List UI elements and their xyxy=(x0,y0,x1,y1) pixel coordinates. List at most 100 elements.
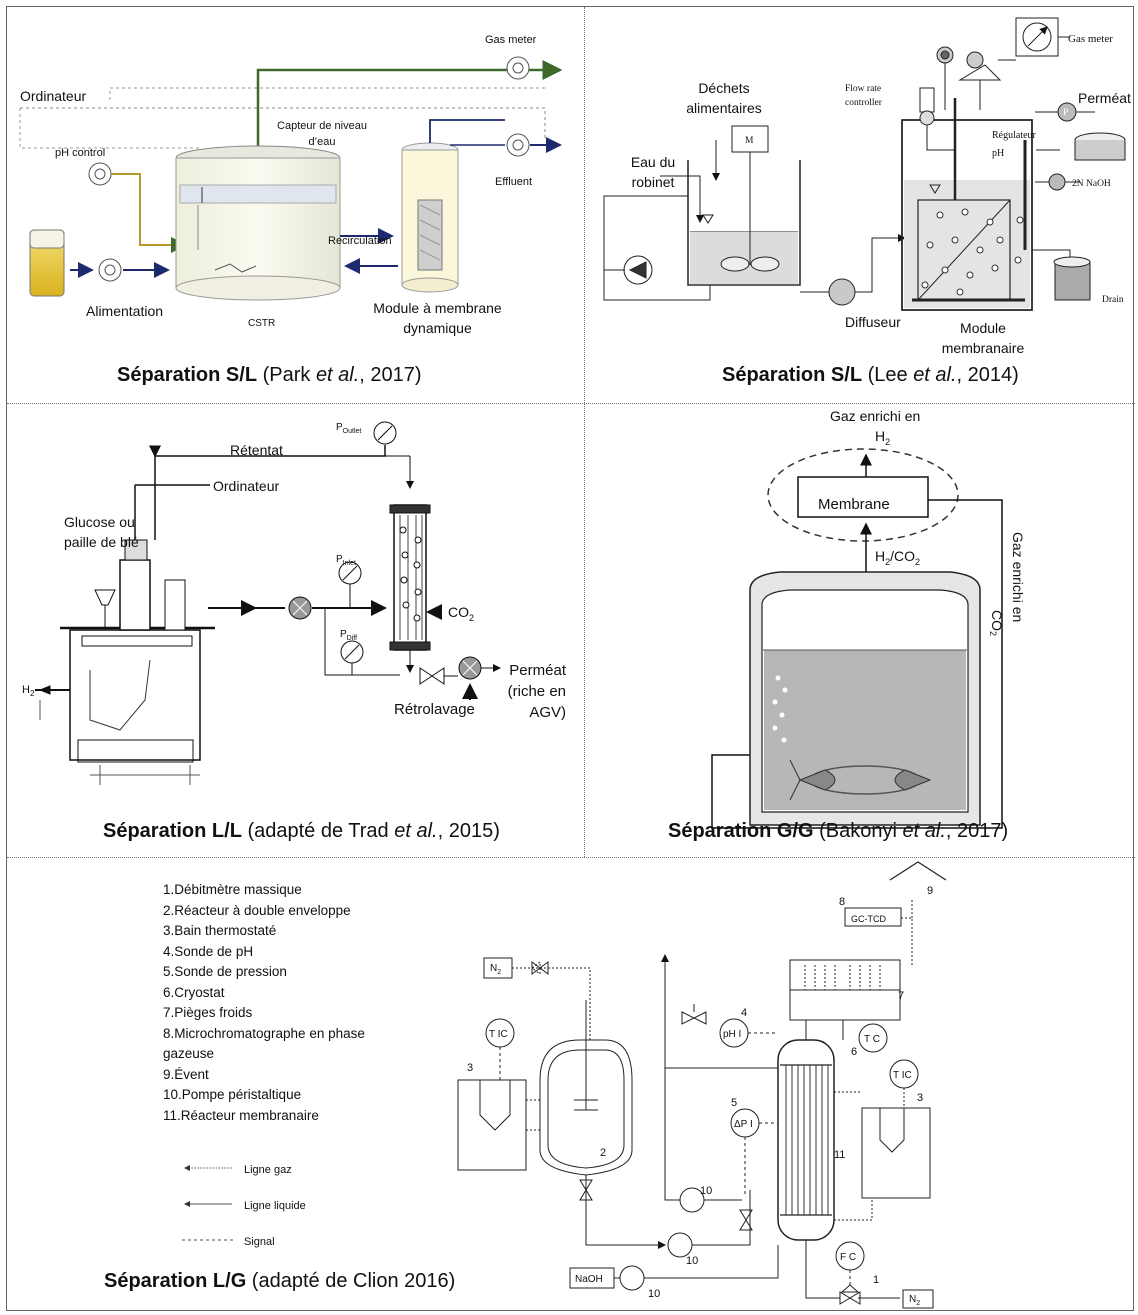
panel2-dechets-label: Déchets alimentaires xyxy=(686,80,762,116)
panel3-p-diff-text: P xyxy=(340,629,347,640)
panel2-module-label: Module membranaire xyxy=(941,320,1025,356)
panel5-num-3-right: 3 xyxy=(917,1092,924,1104)
panel5-num-6: 6 xyxy=(851,1046,858,1058)
panel4-h2co2-sub2: 2 xyxy=(915,556,921,567)
panel5-legend-list: 1.Débitmètre massique 2.Réacteur à doubl… xyxy=(163,880,403,1126)
divider-vertical xyxy=(584,7,585,857)
list-item: 4.Sonde de pH xyxy=(163,943,254,959)
panel4-caption-bold: Séparation G/G xyxy=(668,820,814,842)
panel1-recirculation-label: Recirculation xyxy=(328,235,392,247)
panel1-caption: Séparation S/L (Park et al., 2017) xyxy=(117,364,422,387)
panel2-drain-label: Drain xyxy=(1102,295,1124,305)
panel4-drawing xyxy=(711,448,1003,829)
panel1-caption-post: , 2017) xyxy=(359,364,422,386)
panel2-caption: Séparation S/L (Lee et al., 2014) xyxy=(722,364,1019,387)
list-item: 8.Microchromatographe en phase gazeuse xyxy=(163,1025,365,1062)
panel3-caption-bold: Séparation L/L xyxy=(103,820,242,842)
panel1-caption-pre: (Park xyxy=(257,364,316,386)
panel5-gctcd-label: GC-TCD xyxy=(851,914,886,924)
panel4-h2co2-label: H2/CO2 xyxy=(875,548,920,570)
panel3-p-outlet-text: P xyxy=(336,422,343,433)
panel1-capteur-label: Capteur de niveau d’eau xyxy=(277,120,367,148)
panel5-dp-label: ΔP I xyxy=(734,1119,753,1130)
panel2-eau-label: Eau du robinet xyxy=(630,154,676,190)
panel4-h2co2-h: H xyxy=(875,548,886,564)
panel1-cstr-label: CSTR xyxy=(248,318,276,329)
list-item: 10.Pompe péristaltique xyxy=(163,1087,302,1102)
panel3-caption: Séparation L/L (adapté de Trad et al., 2… xyxy=(103,820,500,843)
panel5-tic-right: T IC xyxy=(893,1070,912,1081)
panel4-caption-italic: et al. xyxy=(902,820,946,842)
panel5-num-11: 11 xyxy=(834,1149,846,1161)
panel3-p-inlet-label: PInlet xyxy=(336,552,356,572)
panel3-retrolavage-label: Rétrolavage xyxy=(394,701,475,718)
panel5-tc-label: T C xyxy=(864,1034,880,1045)
list-item: 1.Débitmètre massique xyxy=(163,882,302,897)
divider-row2 xyxy=(7,857,1135,858)
panel4-gaz-h2-h: H xyxy=(875,428,886,444)
panel2-motor-label: M xyxy=(745,136,754,146)
panel3-p-outlet-sub: Outlet xyxy=(342,428,362,435)
panel2-flow-rate-label: Flow rate controller xyxy=(845,84,882,108)
panel4-h2co2-sub1: 2 xyxy=(885,556,891,567)
list-item: 2.Réacteur à double enveloppe xyxy=(163,902,351,918)
panel1-gas-meter-label: Gas meter xyxy=(485,34,537,46)
panel4-caption-post: , 2017) xyxy=(945,820,1009,842)
panel2-pump-p-label: P xyxy=(1063,108,1069,118)
panel5-caption: Séparation L/G (adapté de Clion 2016) xyxy=(104,1270,455,1293)
panel3-h2-label: H2 xyxy=(22,682,34,702)
panel5-num-7: 7 xyxy=(898,990,905,1002)
panel5-tic-left: T IC xyxy=(489,1029,508,1040)
divider-row1 xyxy=(7,403,1135,404)
panel3-caption-pre: (adapté de Trad xyxy=(241,820,395,842)
panel5-naoh-label: NaOH xyxy=(575,1274,603,1285)
panel5-ligne-gaz-label: Ligne gaz xyxy=(244,1164,292,1176)
panel2-caption-bold: Séparation S/L xyxy=(722,364,863,386)
list-item: 7.Pièges froids xyxy=(163,1005,253,1020)
panel5-ligne-liquide-label: Ligne liquide xyxy=(244,1200,306,1212)
panel5-num-9: 9 xyxy=(927,885,934,897)
panel1-effluent-label: Effluent xyxy=(495,176,533,188)
figure-frame xyxy=(6,6,1134,1311)
panel2-diffuseur-label: Diffuseur xyxy=(845,314,901,330)
panel5-num-10-b: 10 xyxy=(686,1255,699,1267)
panel2-caption-post: , 2014) xyxy=(956,364,1019,386)
panel5-num-3-left: 3 xyxy=(467,1062,474,1074)
panel5-num-5: 5 xyxy=(731,1097,738,1109)
panel5-caption-post: (adapté de Clion 2016) xyxy=(246,1270,456,1292)
panel3-glucose-label: Glucose ou paille de blé xyxy=(64,514,139,550)
list-item: 6.Cryostat xyxy=(163,984,225,1000)
panel2-naoh-label: 2N NaOH xyxy=(1072,179,1111,189)
panel3-caption-post: , 2015) xyxy=(437,820,500,842)
panel5-ph-label: pH I xyxy=(723,1029,742,1040)
panel3-p-outlet-label: POutlet xyxy=(336,420,361,440)
panel4-gaz-h2-label: Gaz enrichi en xyxy=(830,408,921,424)
panel2-regulateur-label: Régulateur pH xyxy=(992,130,1036,159)
panel5-fc-label: F C xyxy=(840,1252,857,1263)
panel3-h2-sub: 2 xyxy=(29,689,35,699)
panel3-h2-text: H xyxy=(22,684,30,696)
panel3-co2-text: CO xyxy=(448,604,469,620)
panel3-p-inlet-sub: Inlet xyxy=(342,560,356,567)
panel2-gas-meter-label: Gas meter xyxy=(1068,33,1113,45)
panel3-ordinateur-label: Ordinateur xyxy=(213,478,280,494)
panel5-n2-top-text: N xyxy=(490,963,498,974)
panel1-caption-bold: Séparation S/L xyxy=(117,364,258,386)
panel2-permeat-label: Perméat xyxy=(1078,90,1131,106)
panel2-caption-pre: (Lee xyxy=(862,364,914,386)
panel5-drawing xyxy=(182,861,947,1309)
panel5-num-2: 2 xyxy=(600,1147,607,1159)
panel4-caption-pre: (Bakonyi xyxy=(813,820,903,842)
panel4-gaz-co2-co: CO xyxy=(988,610,1005,631)
panel5-n2-bottom: N2 xyxy=(909,1292,920,1312)
panel1-drawing xyxy=(19,56,563,301)
panel1-ph-control-label: pH control xyxy=(55,147,106,159)
panel3-p-diff-label: PDiff xyxy=(340,627,357,647)
panel4-gaz-h2-formula: H2 xyxy=(875,428,890,450)
panel3-co2-sub: 2 xyxy=(469,612,475,623)
panel3-drawing xyxy=(35,421,501,785)
list-item: 11.Réacteur membranaire xyxy=(163,1107,319,1123)
panel3-p-inlet-text: P xyxy=(336,554,343,565)
panel4-membrane-label: Membrane xyxy=(818,496,890,513)
list-item: 9.Évent xyxy=(163,1066,209,1082)
